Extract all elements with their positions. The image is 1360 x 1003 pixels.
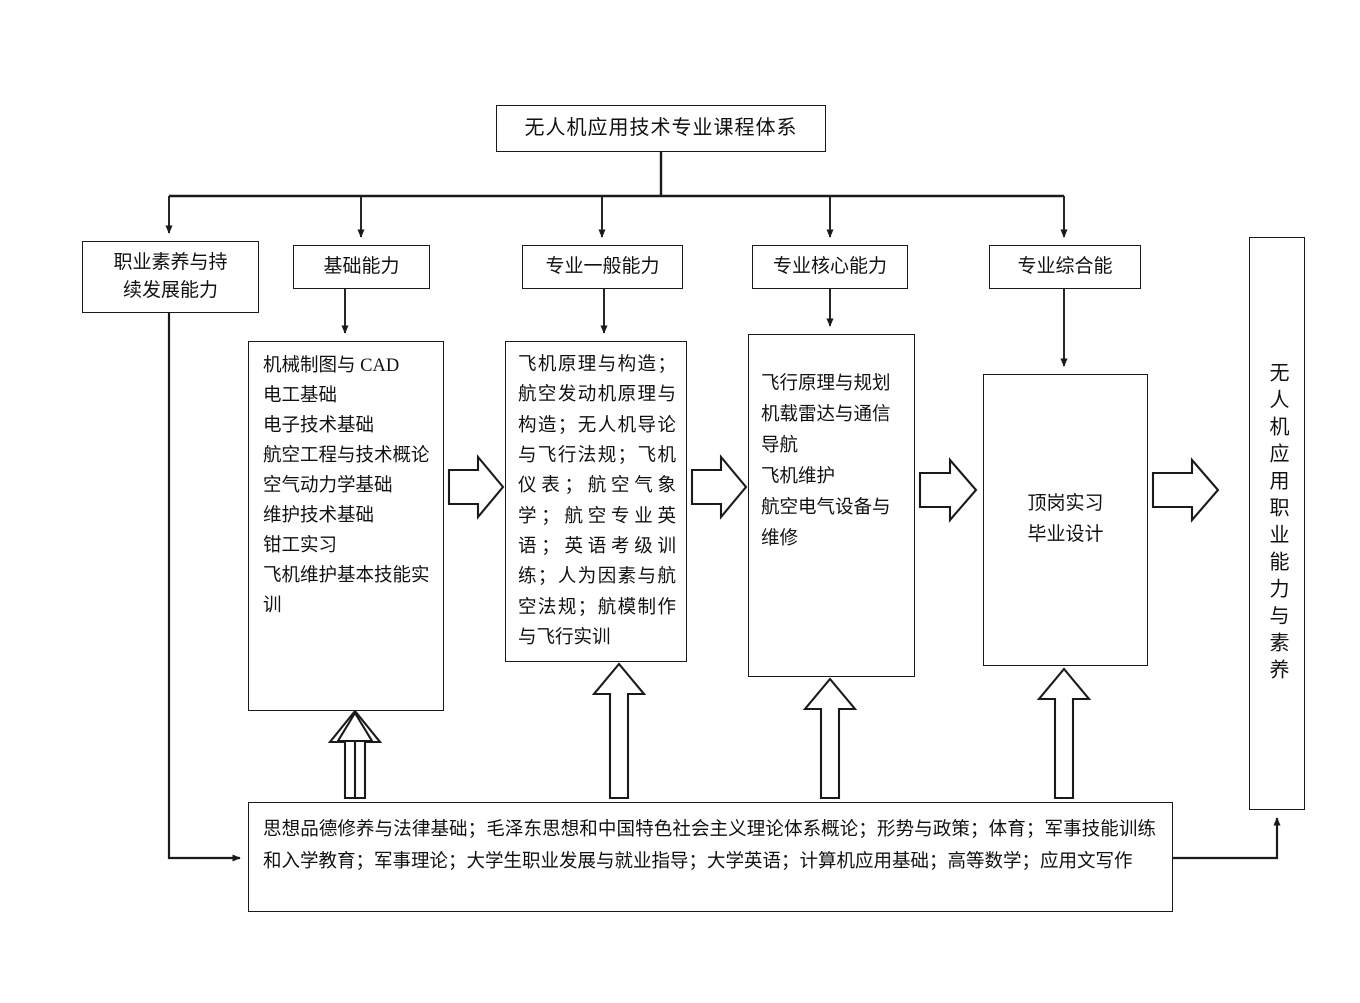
flow-arrow-basic-to-general <box>447 454 505 520</box>
capability-to-content-arrows <box>341 289 1068 367</box>
foundation-course-box: 思想品德修养与法律基础；毛泽东思想和中国特色社会主义理论体系概论；形势与政策；体… <box>248 802 1173 912</box>
capability-label-vocational-quality: 职业素养与持 续发展能力 <box>113 252 228 301</box>
tree-connector <box>169 152 1064 198</box>
capability-label-core-ability: 专业核心能力 <box>772 256 887 278</box>
curriculum-system-title-box: 无人机应用技术专业课程体系 <box>496 105 826 152</box>
page-title: 无人机应用技术专业课程体系 <box>524 117 798 139</box>
outcome-box-vertical: 无人机应用职业能力与素养 <box>1249 237 1305 810</box>
course-box-basic-ability: 机械制图与 CAD 电工基础 电子技术基础 航空工程与技术概论 空气动力学基础 … <box>248 341 444 711</box>
outcome-label: 无人机应用职业能力与素养 <box>1266 361 1288 686</box>
capability-box-basic-ability: 基础能力 <box>293 245 430 289</box>
tree-branch-arrows <box>165 196 1068 238</box>
course-list-basic: 机械制图与 CAD 电工基础 电子技术基础 航空工程与技术概论 空气动力学基础 … <box>263 356 430 616</box>
course-list-comprehensive: 顶岗实习 毕业设计 <box>1027 493 1104 545</box>
capability-label-basic-ability: 基础能力 <box>323 256 400 278</box>
course-list-general: 飞机原理与构造；航空发动机原理与构造；无人机导论与飞行法规；飞机仪表；航空气象学… <box>518 355 676 648</box>
course-list-core: 飞行原理与规划 机载雷达与通信导航 飞机维护 航空电气设备与维修 <box>761 374 891 550</box>
capability-label-general-ability: 专业一般能力 <box>545 256 660 278</box>
capability-box-core-ability: 专业核心能力 <box>752 245 908 289</box>
course-box-core-ability: 飞行原理与规划 机载雷达与通信导航 飞机维护 航空电气设备与维修 <box>748 334 915 677</box>
flow-arrow-comp-to-outcome <box>1151 457 1220 523</box>
course-list-foundation: 思想品德修养与法律基础；毛泽东思想和中国特色社会主义理论体系概论；形势与政策；体… <box>263 820 1156 872</box>
course-box-general-ability: 飞机原理与构造；航空发动机原理与构造；无人机导论与飞行法规；飞机仪表；航空气象学… <box>505 341 687 662</box>
flow-arrow-general-to-core <box>690 454 748 520</box>
support-arrow-basic <box>327 709 383 800</box>
capability-box-comprehensive: 专业综合能 <box>989 245 1141 289</box>
support-arrow-comp <box>1036 667 1092 800</box>
flow-arrow-core-to-comp <box>918 457 978 523</box>
vocational-to-foundation-arrow <box>167 313 241 862</box>
support-arrow-general <box>591 662 647 800</box>
support-arrow-core <box>802 677 858 800</box>
capability-box-vocational-quality: 职业素养与持 续发展能力 <box>82 241 259 313</box>
foundation-to-outcome-arrow <box>1173 817 1281 860</box>
capability-label-comprehensive: 专业综合能 <box>1017 256 1113 278</box>
course-box-comprehensive: 顶岗实习 毕业设计 <box>983 374 1148 666</box>
capability-box-general-ability: 专业一般能力 <box>522 245 683 289</box>
